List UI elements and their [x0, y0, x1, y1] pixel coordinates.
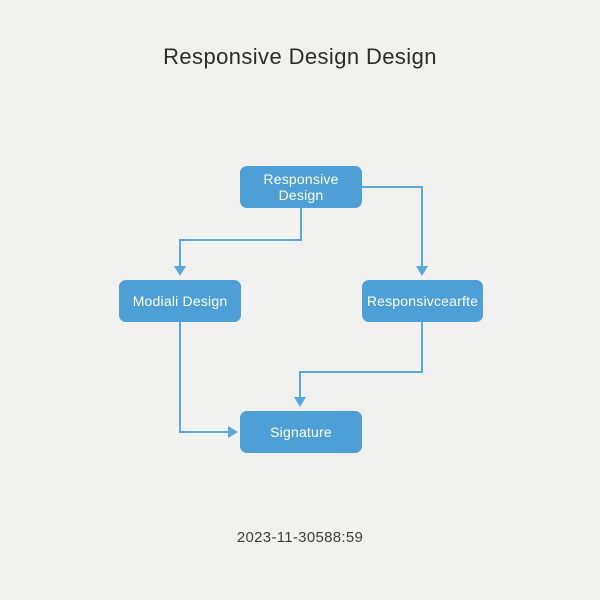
- node-signature: Signature: [240, 411, 362, 453]
- node-modiali-design: Modiali Design: [119, 280, 241, 322]
- edge-root-to-right-line: [362, 186, 423, 266]
- node-responsive-design: Responsive Design: [240, 166, 362, 208]
- edge-right-to-bottom-arrowhead: [294, 397, 306, 407]
- edge-right-to-bottom-line: [299, 322, 423, 397]
- edge-left-to-bottom-arrowhead: [228, 426, 238, 438]
- timestamp-caption: 2023-11-30588:59: [236, 529, 364, 546]
- node-responsivcearfte: Responsivcearfte: [362, 280, 483, 322]
- edge-left-to-bottom-line: [179, 322, 228, 433]
- edge-root-to-left-line: [179, 208, 302, 266]
- edge-root-to-left-arrowhead: [174, 266, 186, 276]
- diagram-title: Responsive Design Design: [163, 44, 437, 69]
- edge-root-to-right-arrowhead: [416, 266, 428, 276]
